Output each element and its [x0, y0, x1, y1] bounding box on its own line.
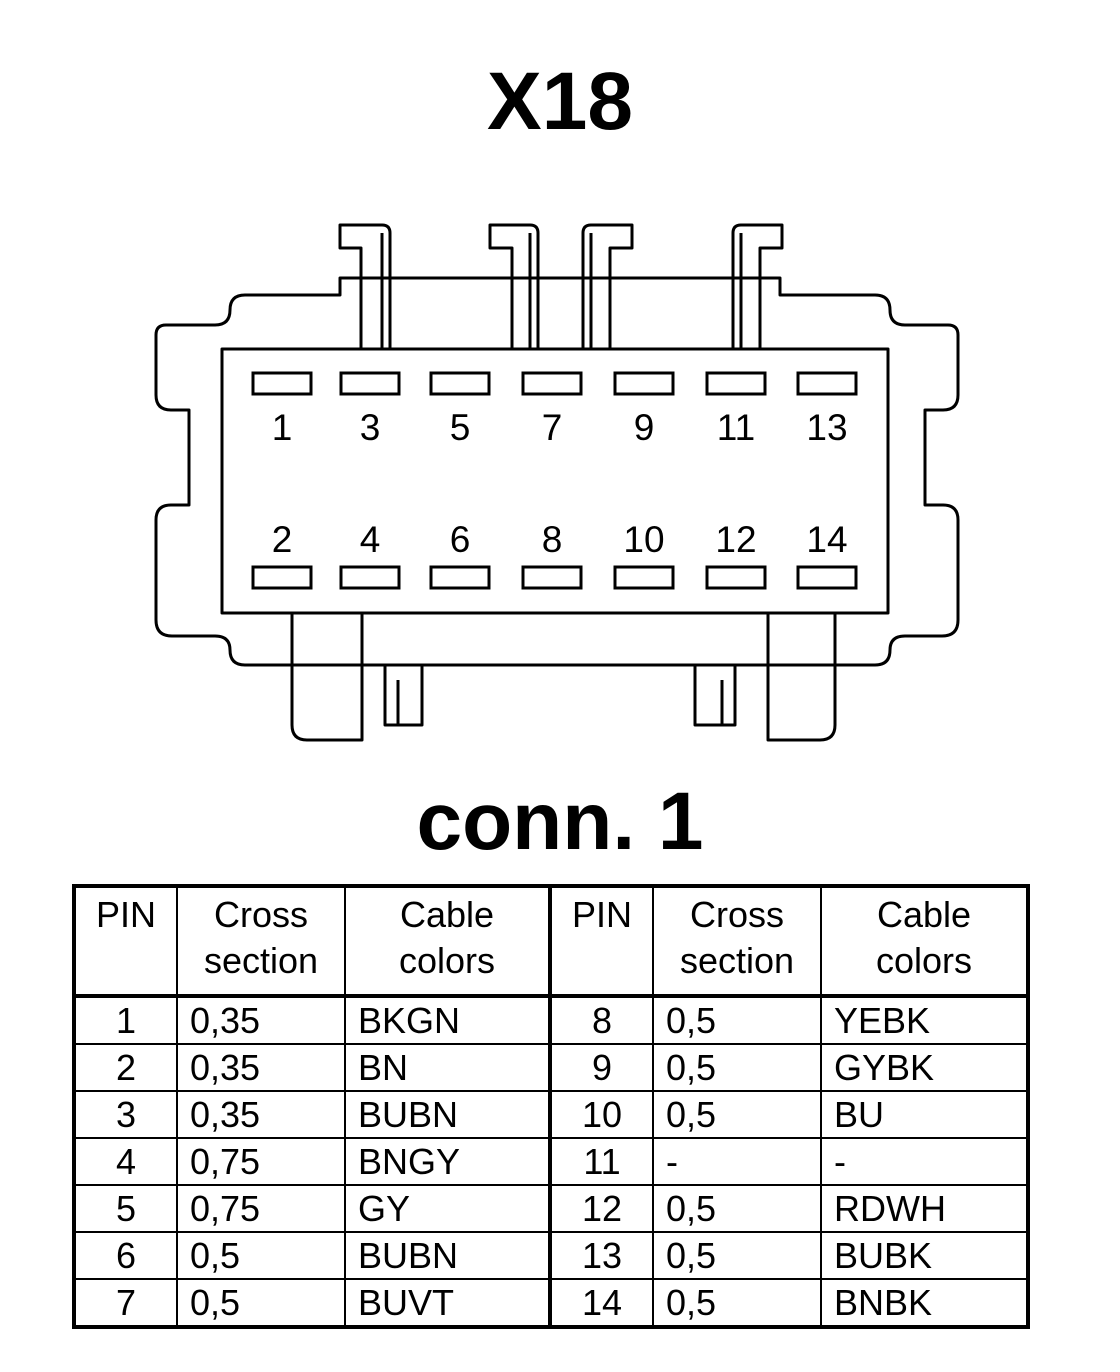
table-row: 4 0,75 BNGY 11 - - [73, 1137, 1029, 1186]
leg-left [290, 613, 364, 742]
cross-section: 0,5 [652, 1278, 822, 1328]
cable-color: BNGY [344, 1137, 552, 1186]
pin-slot-2 [251, 565, 313, 590]
pin-label-11: 11 [717, 407, 755, 448]
cross-section: 0,75 [176, 1137, 346, 1186]
pin-slot-3 [339, 371, 401, 396]
pin-number: 12 [549, 1184, 654, 1233]
pin-label-6: 6 [450, 519, 471, 560]
pin-label-2: 2 [272, 519, 293, 560]
pin-number: 10 [549, 1090, 654, 1139]
pin-slot-13 [796, 371, 858, 396]
header-pin: PIN [549, 885, 654, 998]
pin-number: 7 [73, 1278, 178, 1328]
cable-color: BUBK [820, 1231, 1029, 1280]
cross-section: 0,35 [176, 1043, 346, 1092]
pin-slot-14 [796, 565, 858, 590]
pin-slot-11 [705, 371, 767, 396]
pin-slot-12 [705, 565, 767, 590]
header-pin: PIN [73, 885, 178, 998]
cross-section: 0,5 [652, 1231, 822, 1280]
pin-number: 3 [73, 1090, 178, 1139]
cable-color: BUBN [344, 1231, 552, 1280]
cross-section: 0,35 [176, 1090, 346, 1139]
pin-slot-4 [339, 565, 401, 590]
latch-3 [581, 223, 634, 349]
cross-section: 0,5 [176, 1278, 346, 1328]
pin-label-8: 8 [542, 519, 563, 560]
pin-number: 13 [549, 1231, 654, 1280]
table-row: 5 0,75 GY 12 0,5 RDWH [73, 1184, 1029, 1233]
cross-section: 0,35 [176, 995, 346, 1045]
cable-color: BNBK [820, 1278, 1029, 1328]
cable-color: BKGN [344, 995, 552, 1045]
pin-slot-1 [251, 371, 313, 396]
pin-number: 6 [73, 1231, 178, 1280]
pin-label-14: 14 [806, 519, 847, 560]
cross-section: 0,5 [176, 1231, 346, 1280]
pin-label-7: 7 [542, 407, 563, 448]
cable-color: BN [344, 1043, 552, 1092]
pin-slot-8 [521, 565, 583, 590]
pin-number: 8 [549, 995, 654, 1045]
connector-label: conn. 1 [416, 776, 704, 867]
pin-slot-9 [613, 371, 675, 396]
cable-color: BUBN [344, 1090, 552, 1139]
pin-number: 11 [549, 1137, 654, 1186]
cable-color: RDWH [820, 1184, 1029, 1233]
cable-color: BUVT [344, 1278, 552, 1328]
cross-section: 0,5 [652, 1043, 822, 1092]
table-row: 1 0,35 BKGN 8 0,5 YEBK [73, 995, 1029, 1045]
pin-label-10: 10 [623, 519, 664, 560]
foot-right [693, 665, 737, 727]
latch-1 [338, 223, 392, 349]
pin-number: 4 [73, 1137, 178, 1186]
leg-right [766, 613, 837, 742]
pin-label-1: 1 [272, 407, 293, 448]
pin-slot-7 [521, 371, 583, 396]
connector-housing [154, 276, 960, 667]
cable-color: GYBK [820, 1043, 1029, 1092]
latch-2 [488, 223, 540, 349]
pin-number: 5 [73, 1184, 178, 1233]
pin-label-9: 9 [634, 407, 655, 448]
cross-section: 0,75 [176, 1184, 346, 1233]
table-row: 6 0,5 BUBN 13 0,5 BUBK [73, 1231, 1029, 1280]
cable-color: GY [344, 1184, 552, 1233]
pin-label-13: 13 [806, 407, 847, 448]
pin-number: 1 [73, 995, 178, 1045]
foot-left [383, 665, 424, 727]
pin-label-12: 12 [715, 519, 756, 560]
table-row: 2 0,35 BN 9 0,5 GYBK [73, 1043, 1029, 1092]
cross-section: 0,5 [652, 1184, 822, 1233]
pin-number: 14 [549, 1278, 654, 1328]
cross-section: 0,5 [652, 995, 822, 1045]
pin-slot-6 [429, 565, 491, 590]
pin-label-5: 5 [450, 407, 471, 448]
connector-title: X18 [487, 56, 633, 147]
pin-slot-5 [429, 371, 491, 396]
table-row: 3 0,35 BUBN 10 0,5 BU [73, 1090, 1029, 1139]
pin-label-3: 3 [360, 407, 381, 448]
latch-4 [731, 223, 784, 349]
pin-number: 2 [73, 1043, 178, 1092]
pin-label-4: 4 [360, 519, 381, 560]
pin-slot-10 [613, 565, 675, 590]
cross-section: 0,5 [652, 1090, 822, 1139]
cable-color: YEBK [820, 995, 1029, 1045]
cable-color: - [820, 1137, 1029, 1186]
cross-section: - [652, 1137, 822, 1186]
pin-number: 9 [549, 1043, 654, 1092]
table-row: 7 0,5 BUVT 14 0,5 BNBK [73, 1278, 1029, 1328]
cable-color: BU [820, 1090, 1029, 1139]
